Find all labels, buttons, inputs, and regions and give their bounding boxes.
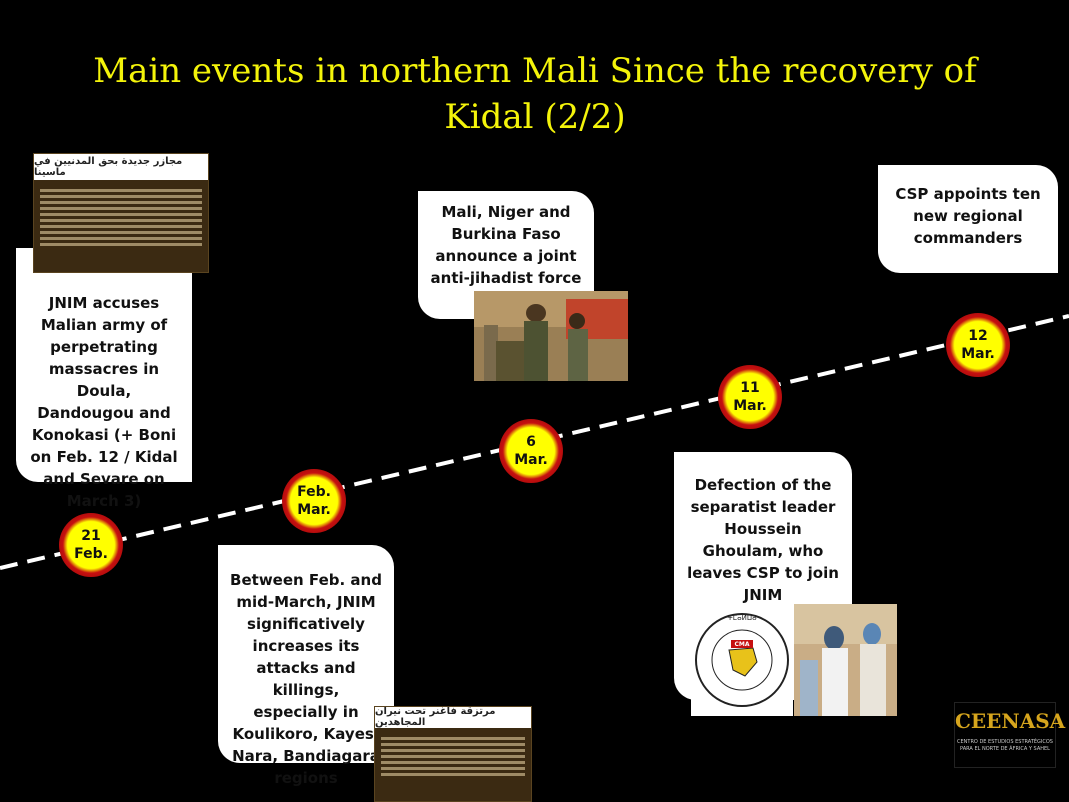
date-node-feb-mar: Feb. Mar. xyxy=(282,469,346,533)
cma-logo: CMA ⵜⵎⴰⵍⵡⴰ xyxy=(691,604,793,716)
doc2-header: مرتزقة فاغنر تحت نيران المجاهدين xyxy=(375,707,531,728)
date-node-6-mar: 6 Mar. xyxy=(499,419,563,483)
jnim-statement-image-2: مرتزقة فاغنر تحت نيران المجاهدين xyxy=(374,706,532,802)
leader-photo xyxy=(794,604,897,716)
event-box-jnim-massacres: JNIM accuses Malian army of perpetrating… xyxy=(16,248,192,510)
date-node-12-mar: 12 Mar. xyxy=(946,313,1010,377)
event-box-csp-commanders: CSP appoints ten new regional commanders xyxy=(878,165,1058,273)
cma-badge: CMA xyxy=(734,641,749,648)
ceenasa-logo: CEENASA CENTRO DE ESTUDIOS ESTRATÉGICOS … xyxy=(954,702,1066,768)
soldiers-photo xyxy=(474,291,628,381)
jnim-statement-image-1: مجازر جديدة بحق المدنيين في ماسينا xyxy=(33,153,209,273)
ceenasa-logo-subtitle: CENTRO DE ESTUDIOS ESTRATÉGICOS PARA EL … xyxy=(957,739,1053,752)
date-node-11-mar: 11 Mar. xyxy=(718,365,782,429)
doc1-header: مجازر جديدة بحق المدنيين في ماسينا xyxy=(34,154,208,180)
event-box-jnim-attacks: Between Feb. and mid-March, JNIM signifi… xyxy=(218,545,394,787)
svg-text:ⵜⵎⴰⵍⵡⴰ: ⵜⵎⴰⵍⵡⴰ xyxy=(727,614,757,622)
date-node-21-feb: 21 Feb. xyxy=(59,513,123,577)
page-title: Main events in northern Mali Since the r… xyxy=(93,51,977,137)
ceenasa-logo-name: CEENASA xyxy=(955,709,1066,733)
